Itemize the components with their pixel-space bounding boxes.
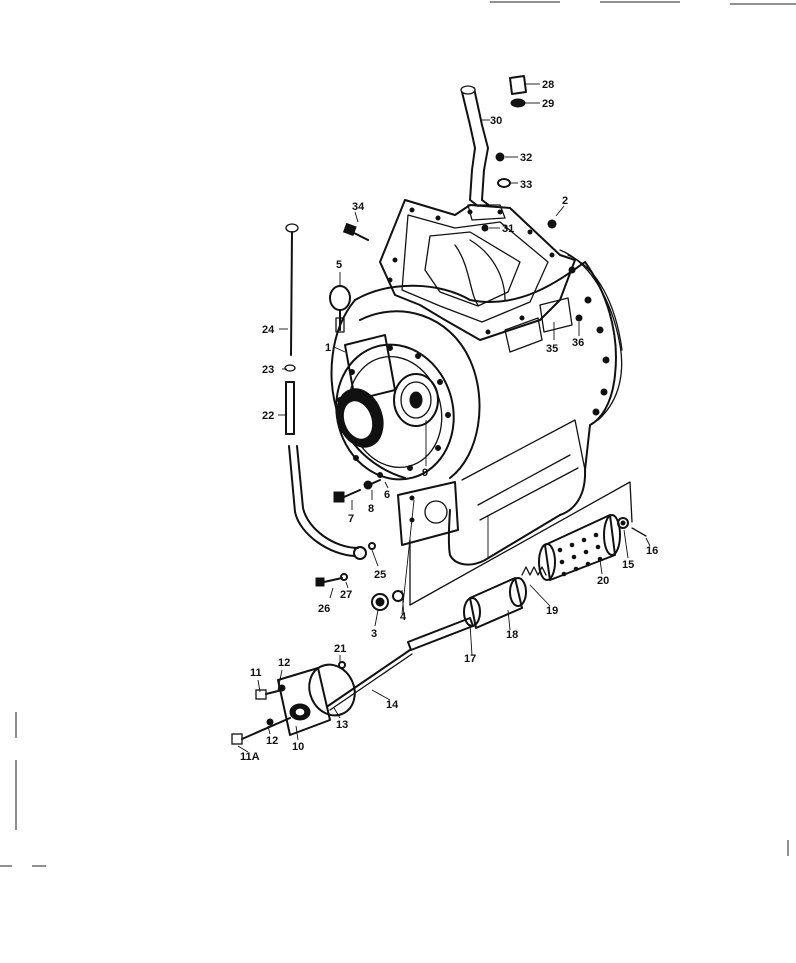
callout-7: 7	[348, 513, 354, 525]
transmission-case	[329, 199, 623, 566]
callout-16: 16	[646, 545, 658, 557]
plug-3-4	[371, 590, 404, 611]
callout-labels: 28 29 30 32 33 2 34 31 5 24 1 35 36 23 2…	[240, 79, 658, 763]
callout-19: 19	[546, 605, 558, 617]
callout-11: 11	[250, 667, 262, 679]
callout-25: 25	[374, 569, 386, 581]
callout-11A: 11A	[240, 751, 260, 763]
cover-assembly	[231, 661, 356, 745]
callout-9: 9	[422, 467, 428, 479]
callout-34: 34	[352, 201, 365, 213]
callout-28: 28	[542, 79, 554, 91]
callout-2: 2	[562, 195, 568, 207]
scan-edge-marks	[0, 1, 796, 867]
callout-30: 30	[490, 115, 502, 127]
callout-6: 6	[384, 489, 390, 501]
callout-10: 10	[292, 741, 304, 753]
callout-33: 33	[520, 179, 532, 191]
callout-32: 32	[520, 152, 532, 164]
callout-12-lower: 12	[266, 735, 278, 747]
callout-36: 36	[572, 337, 584, 349]
callout-29: 29	[542, 98, 554, 110]
callout-35: 35	[546, 343, 558, 355]
callout-4: 4	[400, 611, 407, 623]
callout-21: 21	[334, 643, 346, 655]
callout-12-upper: 12	[278, 657, 290, 669]
filler-tube-assembly	[460, 75, 527, 221]
callout-3: 3	[371, 628, 377, 640]
callout-26: 26	[318, 603, 330, 615]
callout-14: 14	[386, 699, 399, 711]
callout-31: 31	[502, 223, 514, 235]
bolts-7-8	[333, 479, 381, 503]
callout-15: 15	[622, 559, 634, 571]
callout-27: 27	[340, 589, 352, 601]
callout-18: 18	[506, 629, 518, 641]
leader-lines	[237, 83, 651, 753]
small-fasteners	[342, 219, 583, 333]
callout-5: 5	[336, 259, 342, 271]
callout-13: 13	[336, 719, 348, 731]
callout-17: 17	[464, 653, 476, 665]
dipstick-assembly	[284, 223, 376, 587]
callout-22: 22	[262, 410, 274, 422]
callout-20: 20	[597, 575, 609, 587]
callout-24: 24	[262, 324, 275, 336]
callout-23: 23	[262, 364, 274, 376]
strainer-assembly	[327, 481, 647, 711]
callout-1: 1	[325, 342, 331, 354]
callout-8: 8	[368, 503, 374, 515]
